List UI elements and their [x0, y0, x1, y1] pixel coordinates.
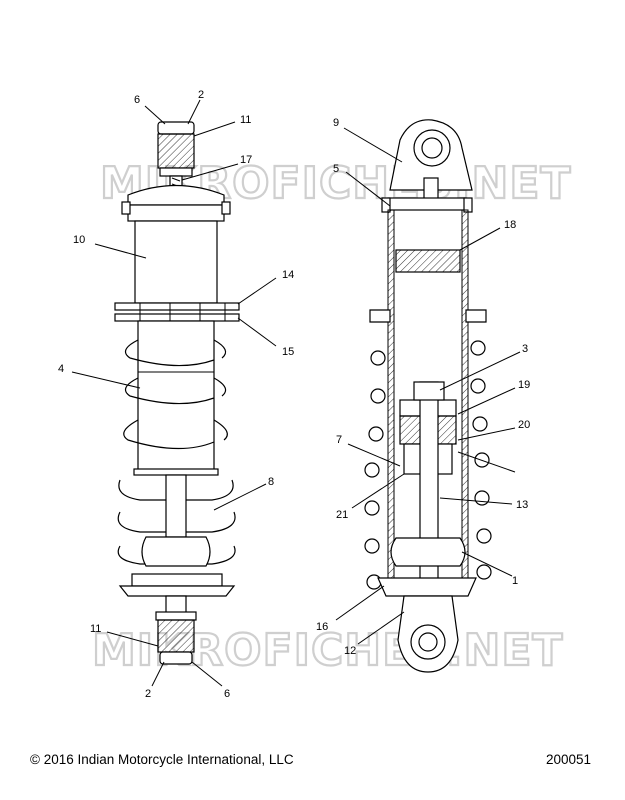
top-cap-lug-right — [221, 201, 231, 215]
section-seat-left — [369, 309, 391, 323]
shock-body-reservoir — [134, 220, 218, 304]
callout-4: 4 — [58, 363, 64, 375]
document-number: 200051 — [545, 752, 591, 767]
section-cap-lug-left — [381, 197, 391, 213]
spring-seat-collar — [114, 302, 240, 311]
top-cap — [127, 204, 225, 222]
lower-spring-seat — [131, 573, 223, 587]
cylinder-wall-right — [461, 209, 469, 581]
damper-shaft — [165, 474, 187, 538]
callout-15: 15 — [282, 346, 294, 358]
top-eyelet-bushing — [157, 133, 195, 169]
cylinder-wall-left — [387, 209, 395, 581]
leader-lines — [71, 99, 521, 687]
callout-7: 7 — [336, 434, 342, 446]
section-seat-right — [465, 309, 487, 323]
callout-6-bottom: 6 — [224, 688, 230, 700]
bump-stop — [141, 536, 211, 567]
callout-18: 18 — [504, 219, 516, 231]
copyright-notice: © 2016 Indian Motorcycle International, … — [30, 752, 294, 767]
top-cap-lug-left — [121, 201, 131, 215]
section-coil-spring — [364, 340, 492, 590]
callout-9: 9 — [333, 117, 339, 129]
callout-2-top: 2 — [198, 89, 204, 101]
callout-17: 17 — [240, 154, 252, 166]
section-lower-seat — [377, 577, 477, 597]
section-top-cap — [387, 197, 467, 211]
callout-16: 16 — [316, 621, 328, 633]
lower-eyelet-bushing — [157, 619, 195, 653]
callout-6-top: 6 — [134, 94, 140, 106]
callout-21: 21 — [336, 509, 348, 521]
floating-piston — [395, 249, 461, 273]
callout-8: 8 — [268, 476, 274, 488]
top-cap-dome — [127, 184, 225, 206]
callout-20: 20 — [518, 419, 530, 431]
callout-14: 14 — [282, 269, 294, 281]
top-eyelet-base — [159, 167, 193, 177]
callout-1: 1 — [512, 575, 518, 587]
callout-10: 10 — [73, 234, 85, 246]
callout-13: 13 — [516, 499, 528, 511]
left-shock-exterior — [114, 121, 240, 665]
right-shock-section — [364, 119, 492, 673]
lower-bushing-cap — [159, 651, 193, 665]
callout-5: 5 — [333, 163, 339, 175]
callout-11-top: 11 — [240, 114, 251, 126]
callout-2-bottom: 2 — [145, 688, 151, 700]
section-bump-stop — [390, 537, 466, 567]
shaft-nut — [413, 381, 445, 401]
callout-11-bottom: 11 — [90, 623, 101, 635]
callout-12: 12 — [344, 645, 356, 657]
callout-3: 3 — [522, 343, 528, 355]
lower-eye-bore — [418, 632, 438, 652]
callout-19: 19 — [518, 379, 530, 391]
body-end-ring — [133, 468, 219, 476]
lower-eyelet-cap — [155, 611, 197, 621]
top-eye-bore — [421, 137, 443, 159]
spring-seat-washer — [114, 313, 240, 322]
valve-core — [423, 177, 439, 201]
lower-seat-flange — [118, 585, 236, 597]
